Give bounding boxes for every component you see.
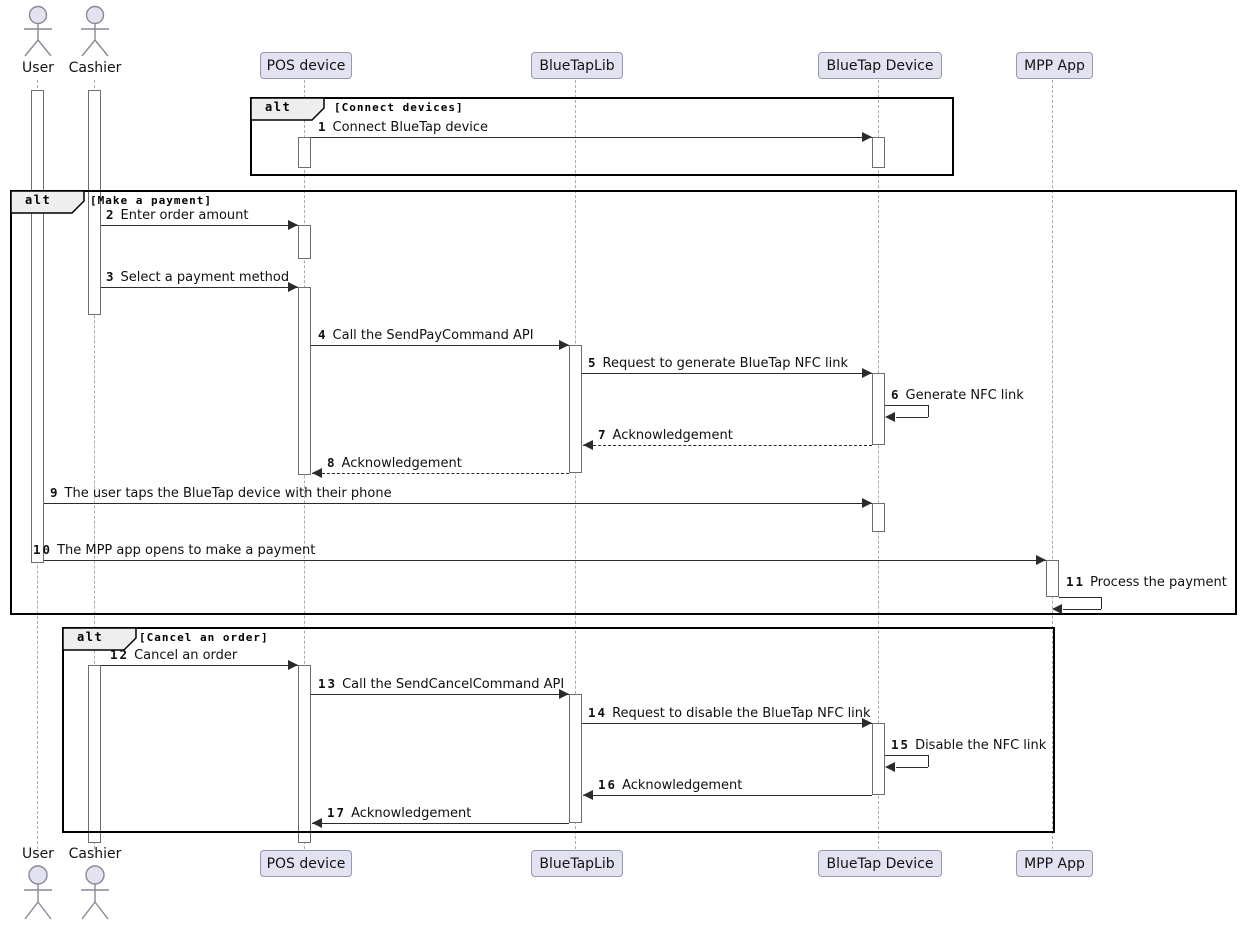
activation-pos-1 <box>298 137 311 168</box>
arrow-head <box>312 468 322 478</box>
activation-bluetap-device-2 <box>872 373 885 445</box>
arrow-head <box>583 440 593 450</box>
participant-bluetaplib-bottom: BlueTapLib <box>531 850 623 877</box>
arrow-head <box>288 282 298 292</box>
alt-operator: alt <box>77 630 104 644</box>
actor-label-user-top: User <box>22 60 54 76</box>
actor-label-cashier-top: Cashier <box>68 60 122 76</box>
arrow-head <box>559 689 569 699</box>
participant-mpp-app-bottom: MPP App <box>1016 850 1093 877</box>
participant-bluetaplib-top: BlueTapLib <box>531 52 623 79</box>
actor-label-user-bottom: User <box>22 846 54 862</box>
arrow-head <box>1052 604 1062 614</box>
arrow-head <box>312 818 322 828</box>
participant-pos-device-top: POS device <box>260 52 352 79</box>
participant-bluetap-device-top: BlueTap Device <box>818 52 942 79</box>
arrow-head <box>862 718 872 728</box>
lifeline-cashier <box>94 80 95 849</box>
actor-icon-user-top <box>24 5 52 57</box>
activation-mpp-app <box>1046 560 1059 597</box>
actor-icon-cashier-bottom <box>81 865 109 920</box>
activation-pos-3 <box>298 287 311 475</box>
arrow-head <box>862 498 872 508</box>
alt-fragment-cancel-an-order <box>62 627 1055 833</box>
arrow-head <box>288 220 298 230</box>
arrow-head <box>1036 555 1046 565</box>
arrow-head <box>862 368 872 378</box>
alt-operator: alt <box>265 100 292 114</box>
alt-fragment-make-a-payment <box>10 190 1237 615</box>
actor-label-cashier-bottom: Cashier <box>68 846 122 862</box>
alt-guard: [Make a payment] <box>90 194 212 207</box>
arrow-head <box>559 340 569 350</box>
activation-cashier-2 <box>88 665 101 843</box>
activation-pos-4 <box>298 665 311 843</box>
arrow-head <box>288 660 298 670</box>
activation-bluetap-device-3 <box>872 503 885 532</box>
actor-icon-user-bottom <box>24 865 52 920</box>
lifeline-bluetap-device <box>878 80 879 849</box>
activation-bluetaplib-2 <box>569 694 582 823</box>
activation-pos-2 <box>298 225 311 259</box>
alt-guard: [Cancel an order] <box>139 631 269 644</box>
alt-guard: [Connect devices] <box>334 101 464 114</box>
alt-fragment-tab <box>250 97 325 121</box>
activation-bluetaplib-1 <box>569 345 582 473</box>
alt-fragment-tab <box>10 190 85 214</box>
lifeline-mpp-app <box>1052 80 1053 849</box>
participant-mpp-app-top: MPP App <box>1016 52 1093 79</box>
arrow-head <box>885 762 895 772</box>
arrow-head <box>583 790 593 800</box>
arrow-head <box>862 132 872 142</box>
participant-bluetap-device-bottom: BlueTap Device <box>818 850 942 877</box>
actor-icon-cashier-top <box>81 5 109 57</box>
alt-operator: alt <box>25 193 52 207</box>
activation-bluetap-device-4 <box>872 723 885 795</box>
alt-fragment-connect-devices <box>250 97 954 176</box>
arrow-head <box>885 412 895 422</box>
activation-cashier-1 <box>88 90 101 315</box>
participant-pos-device-bottom: POS device <box>260 850 352 877</box>
alt-fragment-tab <box>62 627 137 651</box>
activation-bluetap-device-1 <box>872 137 885 168</box>
